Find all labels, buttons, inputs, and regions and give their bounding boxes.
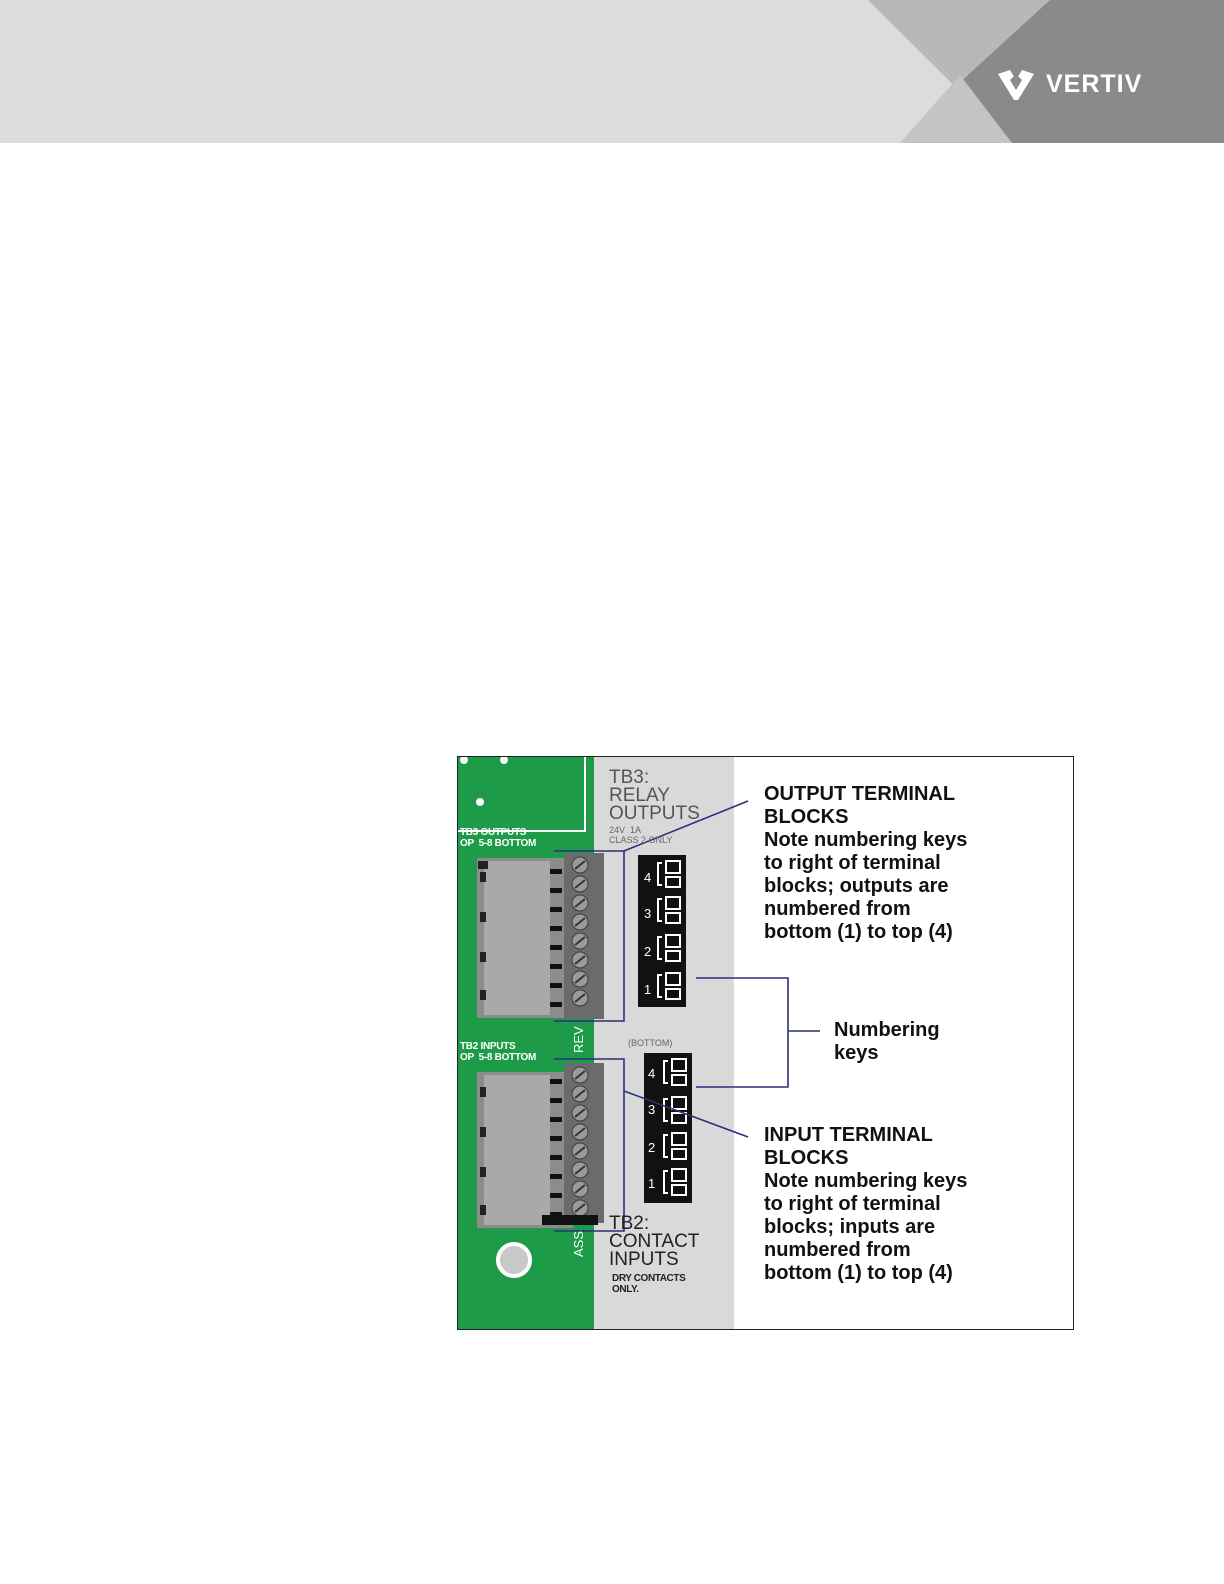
tb3-connector xyxy=(477,853,604,1019)
tb2-panel-title: TB2: CONTACT INPUTS xyxy=(609,1215,699,1269)
tb3-panel-title: TB3: RELAY OUTPUTS xyxy=(609,769,700,823)
bottom-label: (BOTTOM) xyxy=(628,1038,672,1048)
ass-label: ASS xyxy=(571,1231,586,1257)
mounting-hole xyxy=(498,1244,530,1276)
input-key-1: 1 xyxy=(648,1177,655,1190)
output-callout-body: Note numbering keys to right of terminal… xyxy=(764,829,967,944)
output-key-3: 3 xyxy=(644,907,651,920)
input-key-3: 3 xyxy=(648,1103,655,1116)
numbering-keys-callout: Numbering keys xyxy=(834,1019,940,1065)
rev-label: REV xyxy=(571,1026,586,1053)
tb2-connector xyxy=(477,1063,604,1228)
vertiv-logo-icon xyxy=(996,64,1036,104)
page-header: VERTIV xyxy=(0,0,1224,143)
input-key-2: 2 xyxy=(648,1141,655,1154)
input-callout-body: Note numbering keys to right of terminal… xyxy=(764,1170,967,1285)
input-callout-heading: INPUT TERMINAL BLOCKS xyxy=(764,1124,933,1170)
output-key-4: 4 xyxy=(644,871,651,884)
output-key-2: 2 xyxy=(644,945,651,958)
brand-name: VERTIV xyxy=(1046,70,1142,99)
tb2-note-label: DRY CONTACTS ONLY. xyxy=(612,1273,685,1295)
output-key-1: 1 xyxy=(644,983,651,996)
tb3-rating-label: 24V 1A CLASS 2 ONLY xyxy=(609,825,672,845)
vertiv-logo: VERTIV xyxy=(996,64,1142,104)
input-key-4: 4 xyxy=(648,1067,655,1080)
tb2-board-label: TB2 INPUTS OP 5-8 BOTTOM xyxy=(460,1041,536,1063)
tb3-board-label: TB3 OUTPUTS OP 5-8 BOTTOM xyxy=(460,827,536,849)
output-callout-heading: OUTPUT TERMINAL BLOCKS xyxy=(764,783,955,829)
terminal-blocks-figure: TB3 OUTPUTS OP 5-8 BOTTOM TB2 INPUTS OP … xyxy=(457,756,1074,1330)
